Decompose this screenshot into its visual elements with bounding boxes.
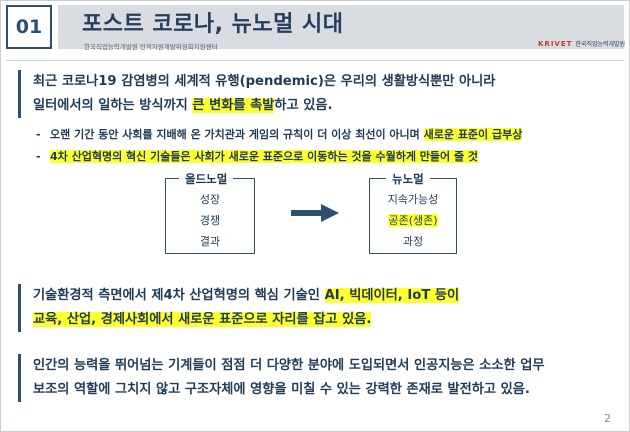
list-item: -오랜 기간 동안 사회를 지배해 온 가치관과 게임의 규칙이 더 이상 최선… [36, 124, 523, 146]
page-title: 포스트 코로나, 뉴노멀 시대 [82, 12, 344, 37]
dash-marker: - [36, 128, 41, 141]
text-run: 일터에서의 일하는 방식까지 [33, 98, 193, 113]
section-1-line: 최근 코로나19 감염병의 세계적 유행(pendemic)은 우리의 생활방식… [33, 70, 495, 94]
highlighted-text: 교육, 산업, 경제사회에서 새로운 표준으로 자리를 잡고 있음. [33, 312, 372, 327]
page-subtitle: 한국직업능력개발원 인적자원개발위원회지원센터 [84, 43, 218, 51]
dash-marker: - [36, 150, 41, 163]
right-arrow-icon [291, 204, 339, 222]
new-normal-item: 과정 [402, 235, 424, 248]
section-1-line: 일터에서의 일하는 방식까지 큰 변화를 촉발하고 있음. [33, 94, 495, 118]
text-run: 최근 코로나19 감염병의 세계적 유행(pendemic)은 우리의 생활방식… [33, 74, 496, 89]
highlighted-text: 공존(생존) [388, 214, 438, 227]
new-normal-item: 공존(생존) [369, 212, 457, 228]
page-number: 2 [604, 412, 611, 425]
logo-mark: KRIVET [538, 39, 573, 48]
highlighted-text: AI, 빅데이터, IoT 등이 [324, 288, 460, 303]
section-2: 기술환경적 측면에서 제4차 산업혁명의 핵심 기술인 AI, 빅데이터, Io… [18, 284, 460, 332]
text-run: 하고 있음. [274, 98, 333, 113]
slide-header: 01 포스트 코로나, 뉴노멀 시대 한국직업능력개발원 인적자원개발위원회지원… [0, 0, 630, 60]
section-1: 최근 코로나19 감염병의 세계적 유행(pendemic)은 우리의 생활방식… [18, 70, 495, 118]
text-run: 기술환경적 측면에서 제4차 산업혁명의 핵심 기술인 [33, 288, 325, 303]
section-3-line: 인간의 능력을 뛰어넘는 기계들이 점점 더 다양한 분야에 도입되면서 인공지… [33, 354, 545, 378]
old-normal-item: 결과 [199, 235, 221, 248]
text-run: 인간의 능력을 뛰어넘는 기계들이 점점 더 다양한 분야에 도입되면서 인공지… [33, 358, 545, 373]
list-item: -4차 산업혁명의 혁신 기술들은 사회가 새로운 표준으로 이동하는 것을 수… [36, 146, 522, 168]
krivet-logo: KRIVET 한국직업능력개발원 [538, 39, 626, 49]
old-normal-title: 올드노멀 [179, 171, 234, 187]
section-2-line: 교육, 산업, 경제사회에서 새로운 표준으로 자리를 잡고 있음. [33, 308, 459, 332]
text-run: 보조의 역할에 그치지 않고 구조자체에 영향을 미칠 수 있는 강력한 존재로… [33, 382, 530, 397]
section-3-line: 보조의 역할에 그치지 않고 구조자체에 영향을 미칠 수 있는 강력한 존재로… [33, 378, 545, 402]
new-normal-item: 지속가능성 [387, 193, 439, 206]
old-normal-item: 성장 [199, 193, 221, 206]
section-2-line: 기술환경적 측면에서 제4차 산업혁명의 핵심 기술인 AI, 빅데이터, Io… [33, 284, 460, 308]
title-bar [58, 5, 624, 49]
section-3: 인간의 능력을 뛰어넘는 기계들이 점점 더 다양한 분야에 도입되면서 인공지… [18, 354, 545, 402]
highlighted-text: 큰 변화를 촉발 [192, 98, 275, 113]
highlighted-text: 새로운 표준이 급부상 [423, 128, 523, 141]
section-number: 01 [6, 5, 52, 49]
bullet-list: -오랜 기간 동안 사회를 지배해 온 가치관과 게임의 규칙이 더 이상 최선… [36, 124, 523, 168]
text-run: 오랜 기간 동안 사회를 지배해 온 가치관과 게임의 규칙이 더 이상 최선이… [50, 128, 424, 141]
new-normal-title: 뉴노멀 [386, 171, 430, 187]
logo-org: 한국직업능력개발원 [575, 41, 626, 48]
old-normal-item: 경쟁 [199, 214, 221, 227]
highlighted-text: 4차 산업혁명의 혁신 기술들은 사회가 새로운 표준으로 이동하는 것을 수월… [50, 150, 479, 163]
header-divider [6, 60, 624, 61]
